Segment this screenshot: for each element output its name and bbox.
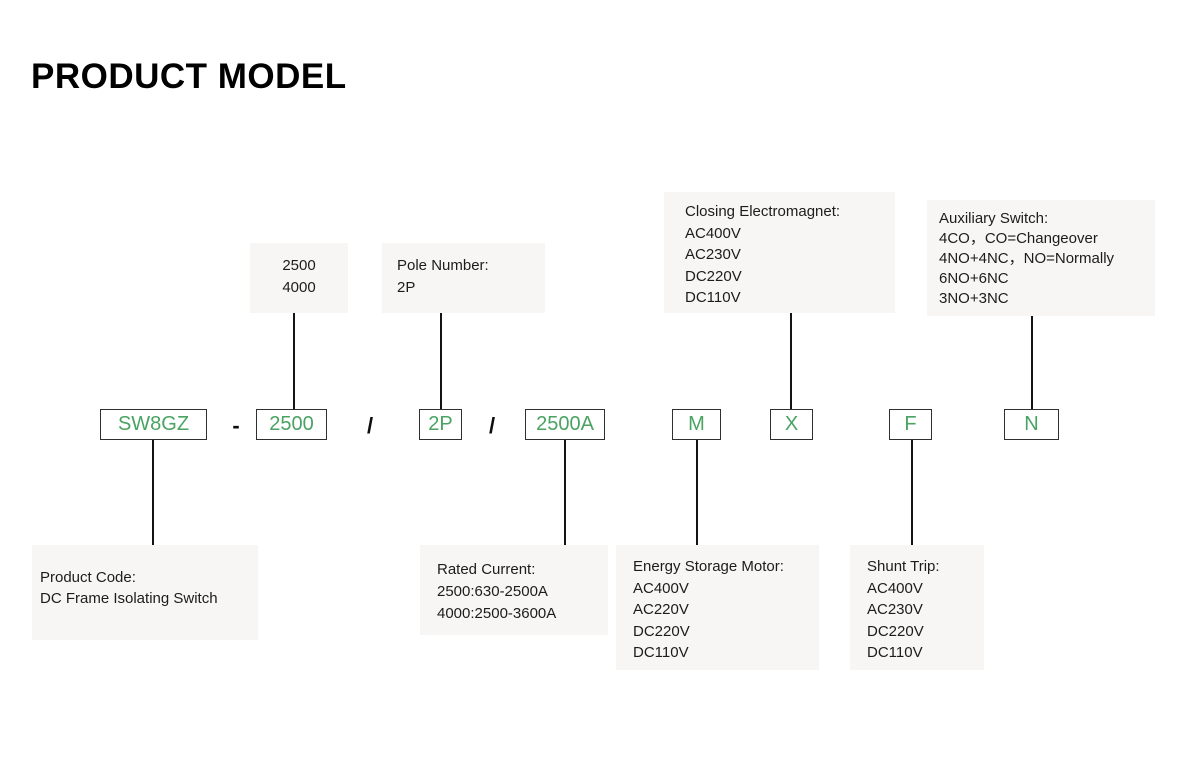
- callout-line: DC220V: [633, 622, 690, 640]
- separator-dash: -: [232, 412, 240, 438]
- callout-line: 4000: [282, 279, 316, 296]
- callout-energy-storage-motor: Energy Storage Motor: AC400V AC220V DC22…: [616, 545, 819, 670]
- callout-line: Shunt Trip:: [867, 558, 940, 575]
- callout-line: 4000:2500-3600A: [437, 605, 557, 622]
- callout-line: 3NO+3NC: [939, 290, 1009, 307]
- callout-line: AC400V: [867, 579, 923, 597]
- callout-product-code: Product Code: DC Frame Isolating Switch: [32, 545, 258, 640]
- code-segment-energy-storage-motor: M: [672, 409, 721, 440]
- code-segment-label: 2500: [269, 413, 314, 435]
- callout-line: AC220V: [633, 601, 689, 618]
- connector-pole-top: [440, 313, 442, 409]
- callout-line: AC400V: [633, 579, 689, 597]
- code-segment-label: N: [1024, 413, 1039, 435]
- callout-line: Product Code:: [40, 569, 136, 586]
- code-segment-label: M: [688, 413, 705, 435]
- connector-frame-top: [293, 313, 295, 409]
- code-segment-shunt-trip: F: [889, 409, 932, 440]
- callout-line: DC110V: [867, 644, 923, 661]
- callout-line: Energy Storage Motor:: [633, 558, 784, 575]
- connector-series-bottom: [152, 440, 154, 545]
- connector-closing-top: [790, 313, 792, 409]
- callout-line: DC220V: [867, 622, 924, 640]
- callout-line: Rated Current:: [437, 561, 536, 578]
- code-segment-label: SW8GZ: [117, 413, 190, 435]
- callout-line: DC110V: [633, 644, 689, 661]
- code-segment-pole-number: 2P: [419, 409, 462, 440]
- callout-line: Pole Number:: [397, 257, 489, 274]
- code-segment-rated-current: 2500A: [525, 409, 605, 440]
- separator-slash: /: [366, 412, 374, 438]
- code-segment-label: X: [784, 413, 799, 435]
- callout-auxiliary-switch: Auxiliary Switch: 4CO，CO=Changeover 4NO+…: [927, 200, 1155, 316]
- callout-line: DC110V: [685, 289, 741, 306]
- callout-line: DC220V: [685, 267, 742, 285]
- callout-line: DC Frame Isolating Switch: [40, 590, 218, 607]
- callout-rated-current: Rated Current: 2500:630-2500A 4000:2500-…: [420, 545, 608, 635]
- code-segment-label: 2P: [428, 413, 453, 435]
- callout-shunt-trip: Shunt Trip: AC400V AC230V DC220V DC110V: [850, 545, 984, 670]
- callout-line: Auxiliary Switch:: [939, 210, 1049, 227]
- code-segment-label: 2500A: [536, 413, 594, 435]
- page-title: PRODUCT MODEL: [31, 57, 347, 96]
- callout-line: 2P: [397, 279, 416, 296]
- separator-slash: /: [488, 412, 496, 438]
- connector-current-bottom: [564, 440, 566, 545]
- callout-line: 2500: [282, 257, 316, 274]
- callout-line: 4CO，CO=Changeover: [939, 230, 1098, 247]
- code-segment-closing-electromagnet: X: [770, 409, 813, 440]
- connector-motor-bottom: [696, 440, 698, 545]
- code-segment-series: SW8GZ: [100, 409, 207, 440]
- connector-shunt-bottom: [911, 440, 913, 545]
- callout-line: Closing Electromagnet:: [685, 203, 841, 220]
- callout-line: AC230V: [685, 246, 741, 263]
- callout-line: 4NO+4NC，NO=Normally: [939, 250, 1115, 267]
- callout-line: AC230V: [867, 601, 923, 618]
- code-segment-auxiliary-switch: N: [1004, 409, 1059, 440]
- callout-pole-number: Pole Number: 2P: [382, 243, 545, 313]
- callout-frame-sizes: 2500 4000: [250, 243, 348, 313]
- callout-line: 6NO+6NC: [939, 270, 1009, 287]
- callout-closing-electromagnet: Closing Electromagnet: AC400V AC230V DC2…: [664, 192, 895, 313]
- callout-line: 2500:630-2500A: [437, 583, 548, 600]
- code-segment-label: F: [904, 413, 917, 435]
- code-segment-frame-size: 2500: [256, 409, 327, 440]
- connector-aux-top: [1031, 316, 1033, 409]
- callout-line: AC400V: [685, 224, 741, 242]
